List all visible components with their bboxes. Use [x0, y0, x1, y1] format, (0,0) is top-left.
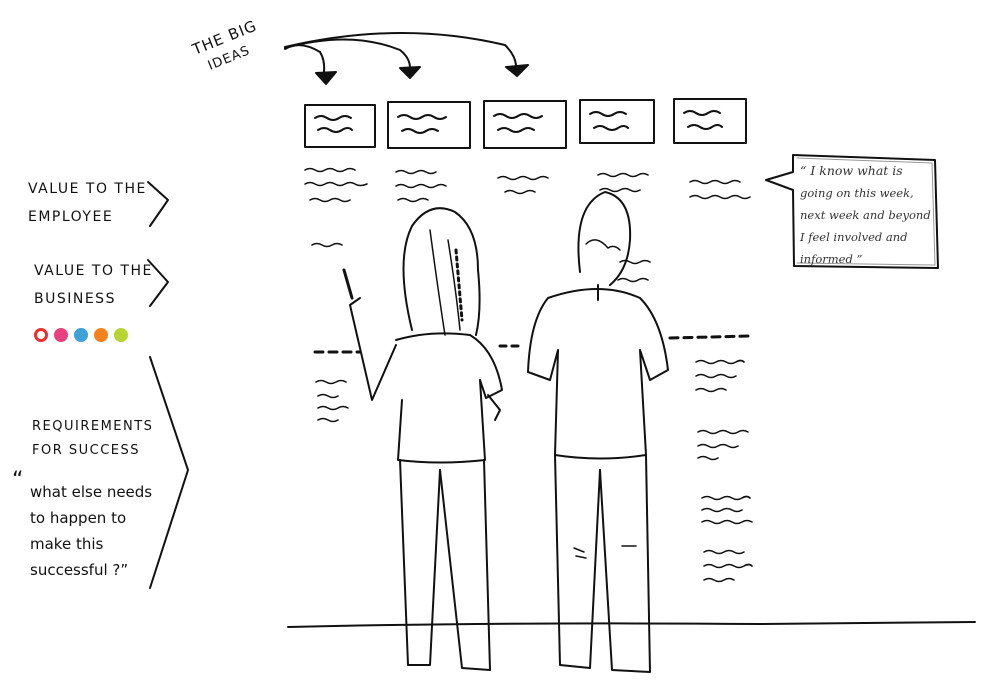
brace-business: [147, 259, 169, 307]
business-label: VALUE TO THE BUSINESS: [34, 257, 153, 313]
requirements-label-line2: FOR SUCCESS: [32, 443, 141, 458]
big-ideas-arrows: [284, 31, 529, 85]
quote-line1: “ I know what is: [800, 163, 903, 178]
clock-icon: [74, 328, 88, 342]
question-line3: make this: [30, 535, 104, 553]
question-text: what else needs to happen to make this s…: [30, 479, 152, 583]
speech-bubble: [765, 154, 939, 269]
gift-icon: [114, 328, 128, 342]
question-open-quote: “: [12, 468, 24, 493]
quote-line5: informed ”: [800, 252, 863, 266]
employee-label-line2: EMPLOYEE: [28, 209, 114, 225]
requirements-label-line1: REQUIREMENTS: [32, 419, 154, 434]
question-line1: what else needs: [30, 483, 153, 501]
quote-line4: I feel involved and: [800, 230, 908, 244]
brace-requirements: [149, 356, 189, 589]
quote-line2: going on this week,: [800, 186, 914, 200]
people-icon: [54, 328, 68, 342]
idea-cards: [304, 98, 747, 149]
circle-arrow-icon: [34, 328, 48, 342]
man-figure: [527, 191, 669, 673]
business-label-line2: BUSINESS: [34, 291, 116, 307]
employee-label-line1: VALUE TO THE: [28, 181, 147, 197]
icon-row: [34, 328, 128, 342]
business-label-line1: VALUE TO THE: [34, 263, 153, 279]
requirements-label: REQUIREMENTS FOR SUCCESS: [32, 415, 153, 463]
floor-line: [287, 621, 976, 628]
employee-quote: “ I know what is going on this week, nex…: [800, 160, 932, 270]
question-line2: to happen to: [30, 509, 127, 527]
brace-employee: [147, 181, 169, 227]
bulb-icon: [94, 328, 108, 342]
question-line4: successful ?”: [30, 561, 129, 579]
employee-label: VALUE TO THE EMPLOYEE: [28, 175, 147, 231]
board-scribbles: [304, 167, 753, 583]
woman-figure: [342, 207, 503, 671]
quote-line3: next week and beyond: [800, 208, 931, 222]
